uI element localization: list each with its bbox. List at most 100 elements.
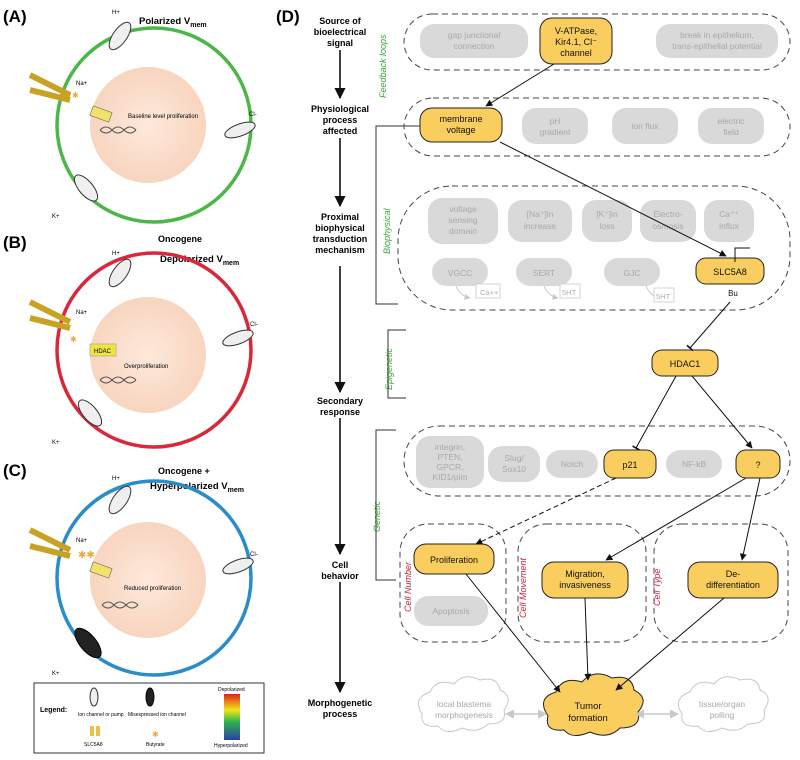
legend-ion-channel: Ion channel or pump bbox=[78, 712, 124, 718]
side-biophysical: Biophysical bbox=[382, 207, 392, 254]
node-dediff: De-differentiation bbox=[687, 561, 779, 599]
side-feedback: Feedback loops bbox=[378, 34, 388, 98]
svg-text:VGCC: VGCC bbox=[448, 268, 473, 278]
side-cell-number: Cell Number bbox=[403, 561, 413, 612]
slc5a8-icon bbox=[28, 72, 72, 103]
node-ionflux: ion flux bbox=[612, 108, 678, 144]
dashed-groups bbox=[397, 13, 791, 643]
svg-text:break in epithelium,trans-epit: break in epithelium,trans-epithelial pot… bbox=[672, 30, 762, 51]
side-epigenetic: Epigenetic bbox=[384, 347, 394, 390]
svg-text:GJC: GJC bbox=[624, 268, 641, 278]
node-vgcc: VGCC bbox=[432, 258, 488, 286]
hdac-box-b bbox=[89, 343, 117, 357]
node-slug: Slug/Sox10 bbox=[488, 446, 540, 482]
na-label-b: Na+ bbox=[76, 310, 88, 316]
nucleus-a bbox=[90, 67, 206, 183]
svg-text:Migration,invasiveness: Migration,invasiveness bbox=[559, 569, 611, 590]
tag-5ht-2: 5HT bbox=[656, 292, 671, 301]
label-bu: Bu bbox=[728, 289, 738, 298]
dna-icon bbox=[99, 376, 137, 384]
voltage-color-bar bbox=[224, 694, 240, 740]
side-cell-movement: Cell Movement bbox=[518, 557, 528, 618]
side-genetic: Genetic bbox=[372, 500, 382, 532]
legend-butyrate: Butyrate bbox=[146, 742, 165, 748]
na-label-c: Na+ bbox=[76, 538, 88, 544]
node-proliferation: Proliferation bbox=[413, 543, 495, 575]
cell-membrane-b bbox=[55, 251, 253, 449]
node-sert: SERT bbox=[516, 258, 572, 286]
cl-label-b: Cl- bbox=[250, 322, 258, 328]
panel-c-letter: (C) bbox=[3, 461, 27, 480]
tag-ca: Ca++ bbox=[480, 288, 499, 297]
svg-text:Apoptosis: Apoptosis bbox=[432, 606, 469, 616]
butyrate-icon: ✱✱ bbox=[78, 550, 95, 561]
node-slc5a8: SLC5A8 bbox=[695, 257, 765, 285]
panel-b: (B) Oncogene Depolarized Vmem HDAC Overp… bbox=[3, 233, 258, 449]
legend-title: Legend: bbox=[40, 707, 67, 714]
svg-text:ion flux: ion flux bbox=[632, 121, 660, 131]
node-nfkb: NF-kB bbox=[666, 450, 722, 478]
slc5a8-icon bbox=[28, 299, 72, 331]
svg-text:p21: p21 bbox=[622, 460, 637, 470]
svg-text:Slug/Sox10: Slug/Sox10 bbox=[502, 453, 526, 474]
node-apoptosis: Apoptosis bbox=[414, 596, 488, 626]
node-gjc: GJC bbox=[604, 258, 660, 286]
node-p21: p21 bbox=[603, 449, 657, 479]
ion-channel-icon bbox=[89, 687, 99, 707]
svg-text:SLC5A8: SLC5A8 bbox=[713, 267, 747, 277]
panel-b-letter: (B) bbox=[3, 233, 27, 252]
cell-c-center-label: Reduced proliferation bbox=[124, 586, 181, 592]
side-cell-type: Cell Type bbox=[652, 569, 662, 606]
svg-text:Notch: Notch bbox=[561, 459, 583, 469]
k-label-b: K+ bbox=[52, 440, 60, 446]
panel-a: (A) Polarized Vmem Baseline level prolif… bbox=[3, 7, 257, 224]
butyrate-icon: ✱ bbox=[72, 91, 79, 100]
svg-text:De-differentiation: De-differentiation bbox=[706, 569, 760, 590]
svg-text:HDAC1: HDAC1 bbox=[670, 359, 701, 369]
cl-label-a: Cl- bbox=[249, 112, 257, 118]
tag-5ht-1: 5HT bbox=[562, 288, 577, 297]
legend-slc: SLC5A8 bbox=[84, 742, 103, 748]
panel-b-title-top: Oncogene bbox=[158, 234, 202, 244]
svg-text:V-ATPase,Kir4.1, Cl⁻channel: V-ATPase,Kir4.1, Cl⁻channel bbox=[555, 26, 597, 58]
ion-channel-icon bbox=[77, 399, 103, 427]
node-question: ? bbox=[735, 449, 781, 479]
hdac-box-a bbox=[89, 105, 113, 123]
panel-a-title: Polarized Vmem bbox=[139, 16, 207, 29]
panel-c: (C) Oncogene + Hyperpolarized Vmem Reduc… bbox=[3, 461, 258, 677]
dna-icon bbox=[99, 126, 137, 134]
dna-icon bbox=[101, 601, 139, 609]
node-notch: Notch bbox=[546, 450, 598, 478]
hdac-label-b: HDAC bbox=[94, 349, 112, 355]
butyrate-icon: ✱ bbox=[70, 335, 77, 344]
slc5a8-icon bbox=[28, 527, 72, 559]
butyrate-icon: ✱ bbox=[152, 730, 159, 739]
ion-channel-icon bbox=[222, 557, 254, 575]
cl-label-c: Cl- bbox=[250, 552, 258, 558]
